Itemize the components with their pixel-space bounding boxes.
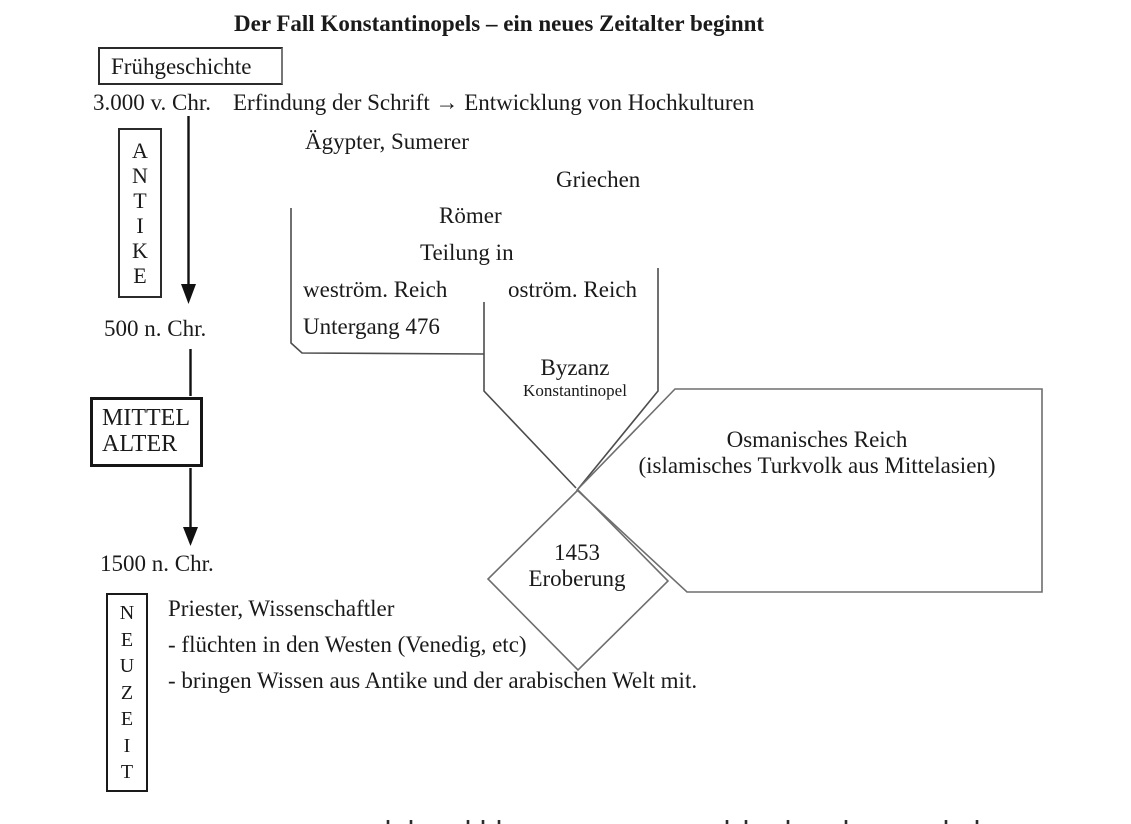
cropped-text-fragment-marks [386, 820, 979, 824]
division-right-connector [577, 268, 659, 490]
wissen-antike-label: - bringen Wissen aus Antike und der arab… [168, 668, 698, 693]
antike-era-box: A N T I K E [118, 128, 162, 298]
westroem-reich-label: weström. Reich [303, 277, 448, 302]
page-title: Der Fall Konstantinopels – ein neues Zei… [234, 11, 765, 36]
antike-era-label: A N T I K E [132, 138, 148, 288]
west-rome-bracket-line [290, 208, 485, 355]
priester-wissenschaftler-label: Priester, Wissenschaftler [168, 596, 395, 621]
mittelalter-era-box: MITTEL ALTER [90, 397, 203, 467]
ostroem-reich-label: oström. Reich [508, 277, 638, 302]
aegypter-sumerer-label: Ägypter, Sumerer [305, 129, 469, 154]
ottoman-banner-shape [575, 388, 1043, 593]
roemer-label: Römer [439, 203, 502, 228]
schrift-hochkulturen-label: Erfindung der Schrift → Entwicklung von … [233, 90, 755, 115]
conquest-year-label: 1453 [554, 540, 600, 565]
turkvolk-label: (islamisches Turkvolk aus Mittelasien) [638, 453, 996, 478]
conquest-event-label: Eroberung [528, 566, 626, 591]
date-3000-label: 3.000 v. Chr. [93, 90, 211, 115]
fruehgeschichte-box: Frühgeschichte [98, 47, 283, 85]
mittelalter-era-label: MITTEL ALTER [102, 405, 190, 457]
date-500-label: 500 n. Chr. [104, 316, 207, 341]
timeline-arrow-3-head [183, 527, 198, 546]
conquest-diamond-shape [486, 488, 670, 672]
teilung-label: Teilung in [420, 240, 514, 265]
division-left-connector [483, 302, 577, 489]
neuzeit-era-label: N E U Z E I T [119, 602, 135, 783]
untergang-476-label: Untergang 476 [303, 314, 440, 339]
konstantinopel-label: Konstantinopel [523, 381, 627, 400]
date-1500-label: 1500 n. Chr. [100, 551, 214, 576]
griechen-label: Griechen [556, 167, 641, 192]
osmanisches-reich-label: Osmanisches Reich [726, 427, 908, 452]
fluechten-westen-label: - flüchten in den Westen (Venedig, etc) [168, 632, 527, 657]
byzanz-label: Byzanz [540, 355, 610, 380]
timeline-arrow-1-head [181, 284, 196, 304]
neuzeit-era-box: N E U Z E I T [106, 593, 148, 792]
fruehgeschichte-label: Frühgeschichte [111, 54, 252, 79]
